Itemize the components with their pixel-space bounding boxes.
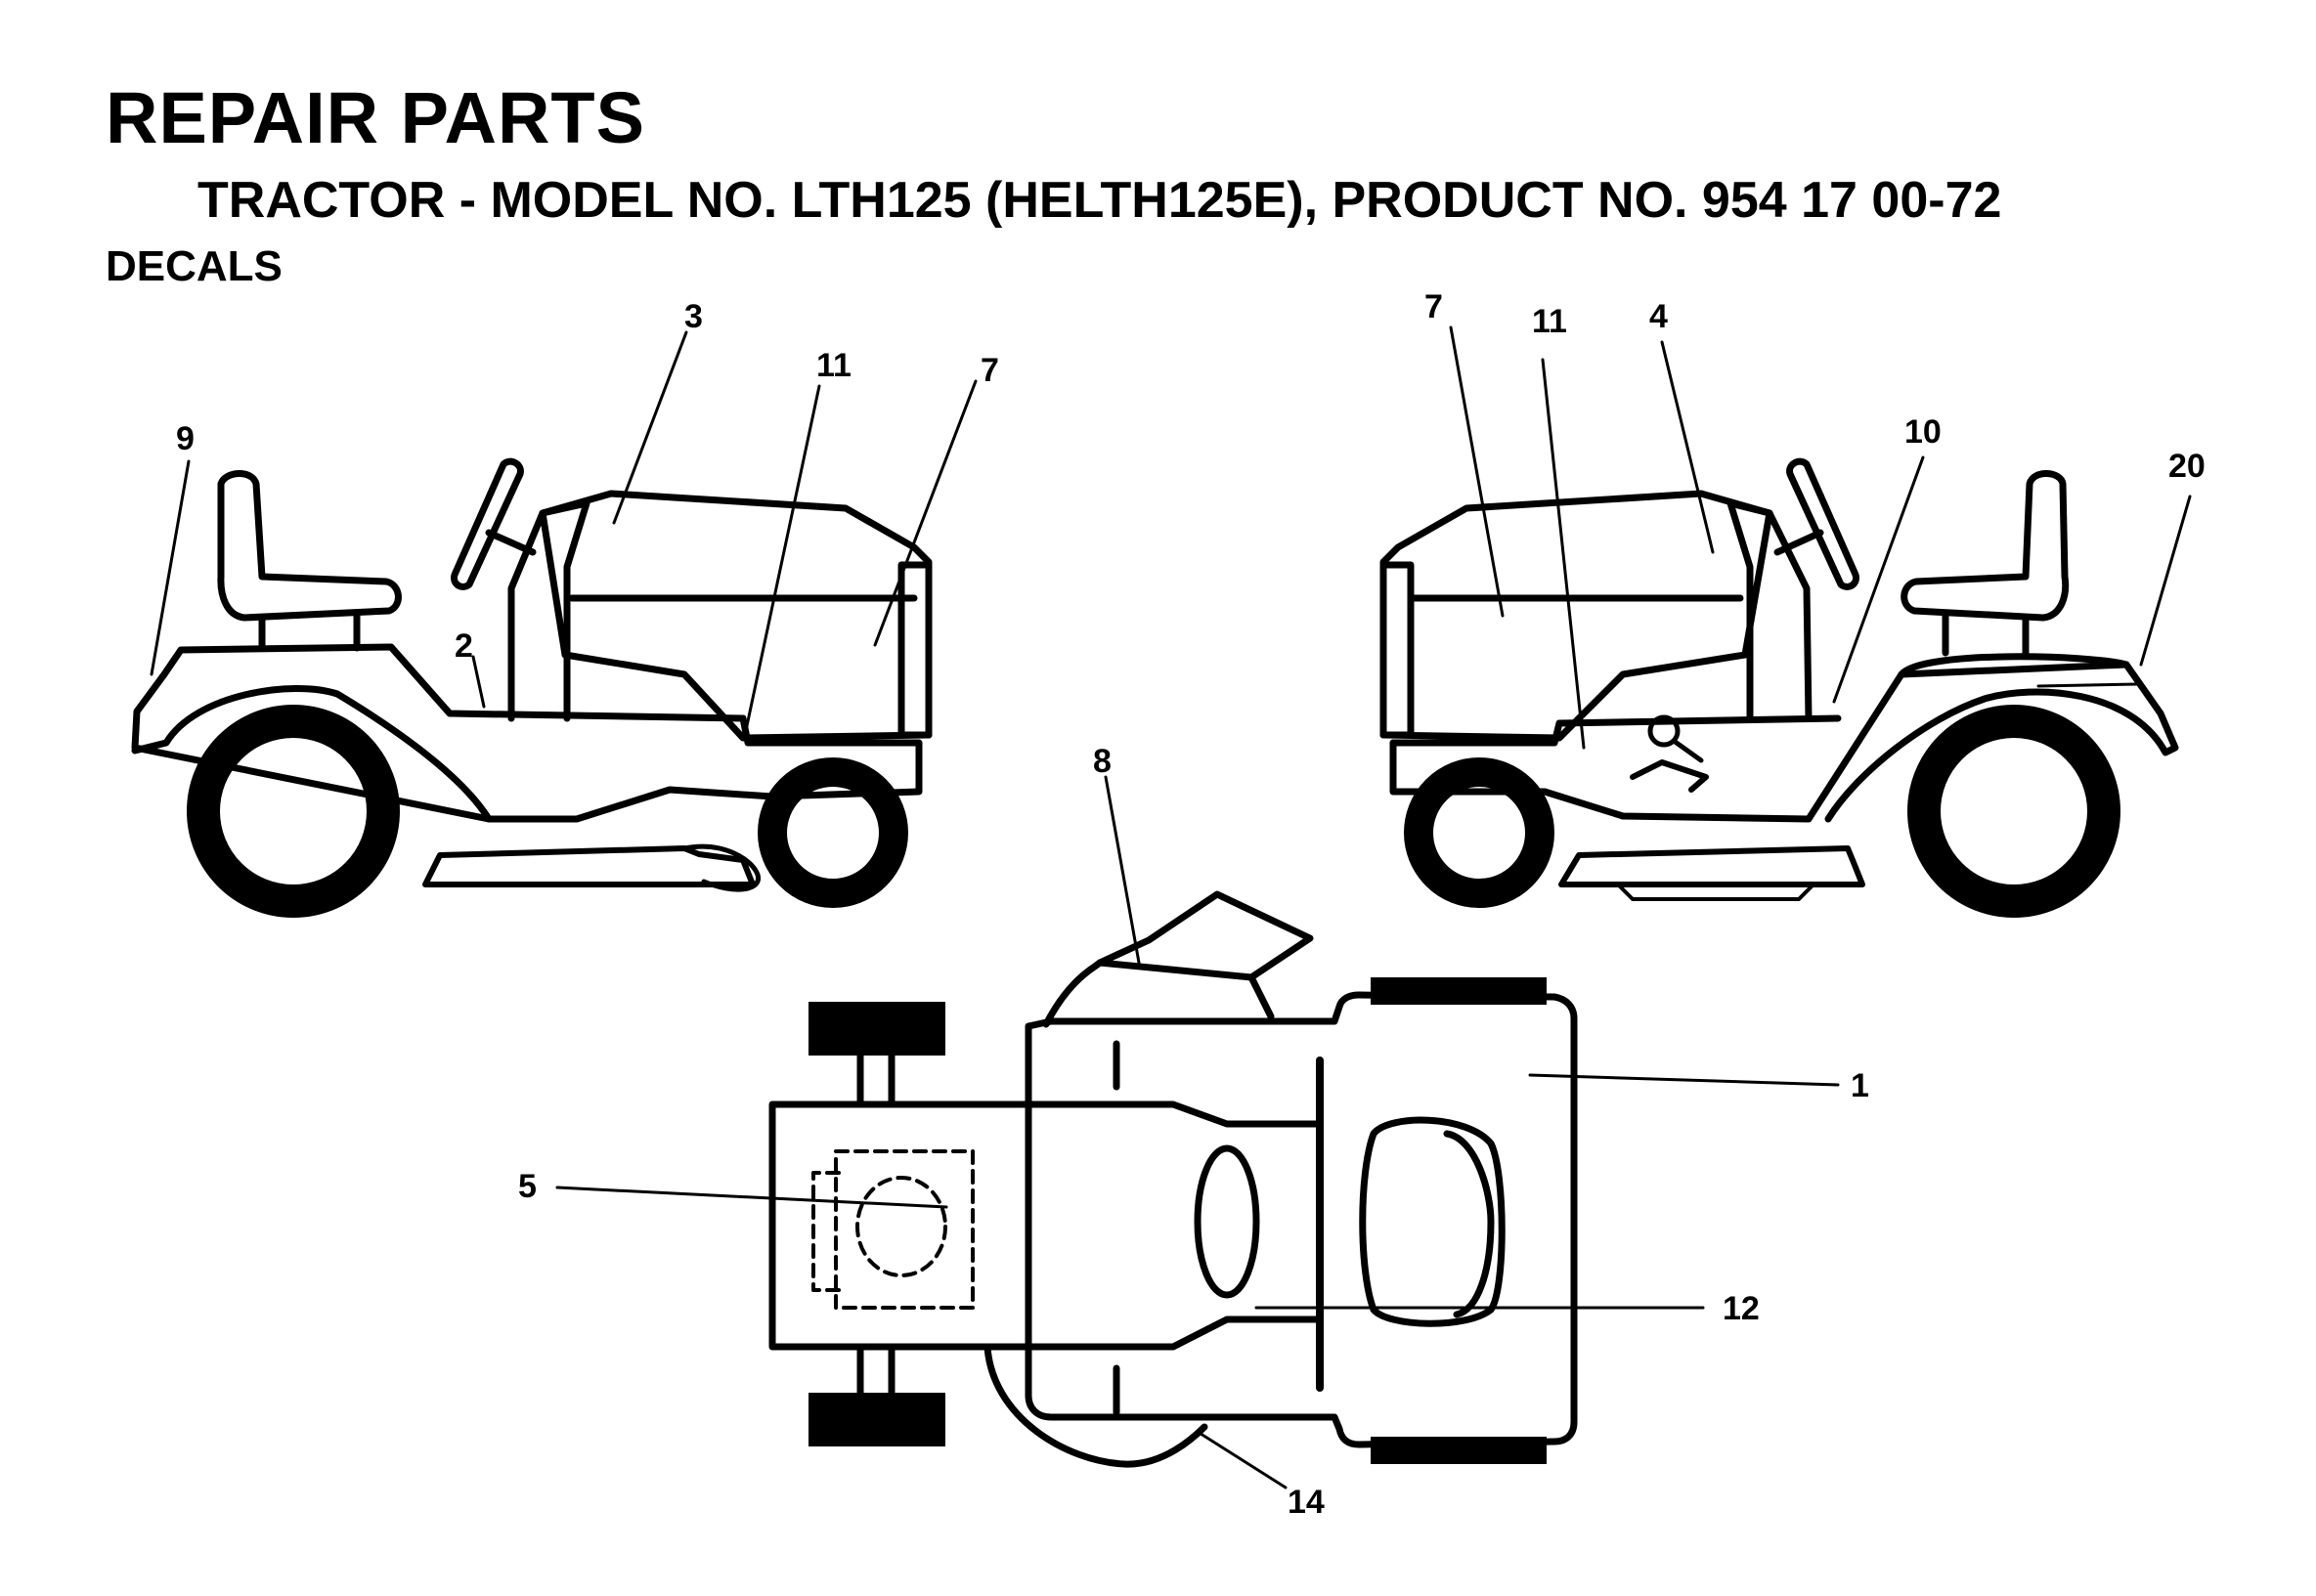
deck-chute — [681, 843, 761, 892]
front-wheel-left — [808, 1002, 945, 1056]
hood — [1379, 490, 1773, 742]
lever — [1671, 738, 1704, 763]
callout-10: 10 — [1904, 413, 1942, 451]
steering-wheel — [451, 457, 524, 590]
dashed-decal-outline-b — [811, 1171, 841, 1292]
grille — [897, 561, 933, 739]
lever-knob — [1647, 714, 1681, 748]
callout-20: 20 — [2168, 448, 2206, 485]
page-title: REPAIR PARTS — [106, 77, 645, 158]
front-axle — [856, 1052, 896, 1397]
mower-deck — [422, 845, 756, 887]
callout-1: 1 — [1851, 1067, 1869, 1104]
rear-fender — [1898, 661, 2130, 678]
hood — [539, 490, 933, 742]
callout-11-left: 11 — [816, 347, 852, 384]
callout-2: 2 — [455, 627, 473, 665]
rear-wheel — [187, 705, 400, 918]
frame — [131, 643, 923, 823]
callout-9: 9 — [176, 420, 195, 457]
section-label: DECALS — [106, 242, 283, 290]
tractor-top-view — [555, 775, 1840, 1489]
grille — [1379, 561, 1415, 739]
callout-12: 12 — [1723, 1290, 1760, 1327]
callout-5: 5 — [518, 1168, 537, 1205]
dashed-decal-outline — [834, 1149, 975, 1310]
seat — [217, 470, 402, 622]
rear-wheel-top — [1371, 977, 1547, 1005]
discharge-chute — [1042, 890, 1314, 1028]
callout-14: 14 — [1288, 1484, 1325, 1521]
steering-wheel-top — [1194, 1144, 1260, 1299]
seat-top — [1359, 1116, 1506, 1327]
dashed-decal-circle — [855, 1176, 947, 1277]
mower-deck-arc — [983, 1343, 1208, 1468]
callout-7-right: 7 — [1424, 288, 1443, 325]
tractor-right-view — [1379, 325, 2192, 918]
callout-3: 3 — [684, 298, 703, 335]
deck-plate — [1616, 883, 1815, 901]
seat-post — [258, 612, 361, 652]
frame-top — [1389, 714, 1842, 747]
rear-fender — [131, 684, 493, 823]
callout-7-left: 7 — [981, 352, 999, 389]
front-wheel-right — [808, 1393, 945, 1446]
seat-post — [1942, 612, 2030, 657]
foot-pedal — [1630, 759, 1709, 793]
hood-top — [768, 1100, 1324, 1351]
dash — [1726, 499, 1813, 722]
mower-deck — [1558, 845, 1865, 887]
front-wheel — [758, 757, 908, 908]
front-wheel — [1404, 757, 1554, 908]
rear-body — [1025, 991, 1578, 1448]
callout-4: 4 — [1649, 298, 1668, 335]
callout-11-right: 11 — [1532, 303, 1567, 340]
tractor-left-view — [131, 330, 978, 918]
seat-cushion — [1443, 1130, 1495, 1318]
steering-wheel — [1786, 457, 1859, 590]
frame — [1389, 653, 2179, 823]
chute-lines — [1096, 959, 1255, 981]
rear-wheel — [1907, 705, 2120, 918]
callout-8: 8 — [1093, 743, 1112, 780]
seat — [1901, 470, 2070, 622]
model-subtitle: TRACTOR - MODEL NO. LTH125 (HELTH125E), … — [197, 172, 2002, 229]
